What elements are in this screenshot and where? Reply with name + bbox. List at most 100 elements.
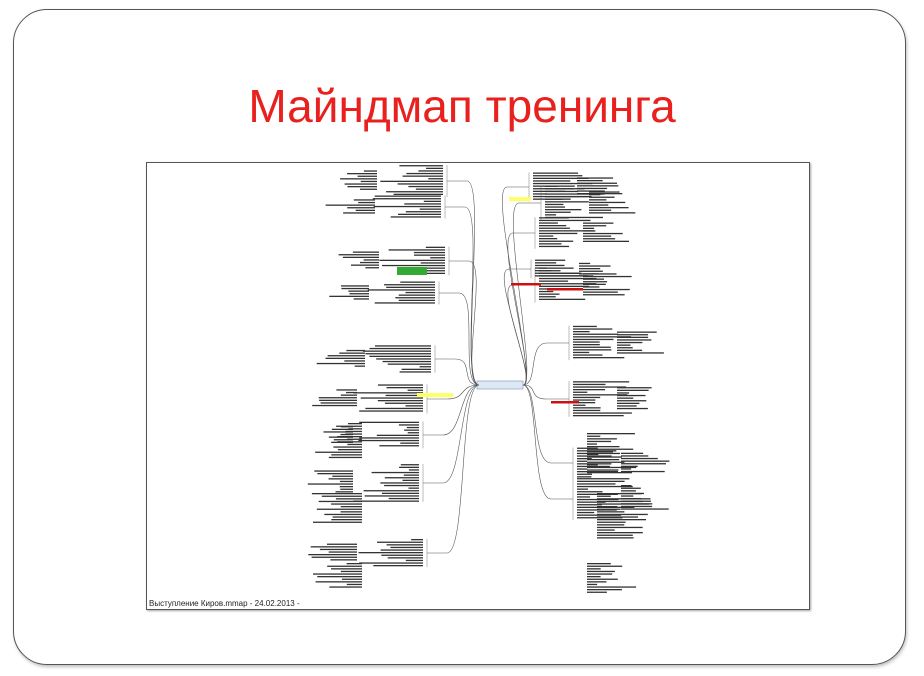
mindmap-text-line [380, 549, 423, 551]
mindmap-text-line [617, 405, 637, 407]
mindmap-text-line [533, 182, 593, 185]
mindmap-text-line [308, 554, 357, 556]
mindmap-text-line [533, 180, 571, 182]
mindmap-text-line [583, 294, 625, 296]
mindmap-text-line [545, 211, 571, 213]
mindmap-text-line [587, 581, 607, 583]
mindmap-text-line [384, 284, 435, 286]
mindmap-text-line [358, 201, 375, 204]
mindmap-text-line [539, 235, 554, 237]
mindmap-text-line [331, 428, 353, 430]
mindmap-text-line [589, 212, 636, 214]
mindmap-text-line [539, 298, 586, 300]
mindmap-text-line [325, 204, 375, 206]
mindmap-text-line [589, 199, 607, 201]
mindmap-text-line [587, 440, 612, 443]
mindmap-text-line [617, 394, 646, 397]
mindmap-text-line [589, 207, 629, 209]
mindmap-text-line [577, 506, 635, 508]
mindmap-text-line [372, 198, 441, 200]
mindmap-text-line [337, 441, 362, 443]
mindmap-branch [502, 186, 527, 386]
mindmap-text-line [357, 175, 377, 177]
mindmap-text-line [386, 191, 443, 193]
mindmap-text-line [411, 539, 423, 541]
mindmap-text-line [337, 449, 362, 451]
mindmap-text-line [587, 461, 625, 463]
mindmap-text-line [358, 552, 423, 554]
mindmap-text-line [398, 299, 435, 301]
mindmap-text-line [621, 452, 644, 454]
mindmap-text-line [573, 391, 588, 393]
mindmap-text-line [344, 183, 377, 185]
mindmap-text-line [347, 207, 375, 209]
mindmap-text-line [539, 285, 590, 287]
mindmap-text-line [419, 208, 441, 210]
mindmap-text-line [377, 400, 423, 402]
mindmap-text-line [399, 371, 431, 373]
mindmap-text-line [328, 478, 353, 480]
mindmap-diagram [307, 165, 670, 593]
mindmap-text-line [545, 185, 558, 187]
mindmap-text-line [621, 487, 641, 489]
mindmap-branch [446, 384, 480, 400]
mindmap-text-line [374, 195, 441, 197]
mindmap-text-line [401, 368, 431, 370]
mindmap-text-line [597, 503, 649, 505]
mindmap-text-line [430, 257, 445, 259]
mindmap-text-line [386, 286, 435, 288]
mindmap-text-line [404, 203, 441, 205]
mindmap-text-line [573, 338, 614, 341]
mindmap-text-line [381, 492, 419, 494]
mindmap-text-line [539, 245, 570, 248]
mindmap-text-line [339, 480, 353, 483]
mindmap-text-line [399, 165, 443, 167]
mindmap-text-line [577, 447, 598, 449]
mindmap-text-line [395, 297, 435, 299]
mindmap-text-line [312, 404, 357, 407]
mindmap-text-line [347, 186, 377, 188]
mindmap-text-line [597, 526, 643, 529]
mindmap-text-line [426, 167, 443, 169]
mindmap-text-line [341, 285, 369, 287]
mindmap-text-line [617, 334, 649, 336]
mindmap-text-line [390, 216, 441, 218]
mindmap-text-line [535, 264, 565, 267]
mindmap-text-line [354, 365, 365, 367]
mindmap-text-line [583, 291, 618, 293]
mindmap-text-line [577, 471, 618, 473]
mindmap-text-line [347, 173, 377, 175]
mindmap-text-line [577, 463, 612, 465]
mindmap-text-line [352, 251, 379, 253]
mindmap-text-line [545, 201, 589, 203]
mindmap-text-line [587, 466, 637, 469]
mindmap-text-line [387, 557, 423, 559]
mindmap-text-line [587, 451, 613, 453]
mindmap-text-line [384, 402, 423, 404]
mindmap-text-line [539, 296, 556, 298]
mindmap-text-line [346, 349, 365, 352]
mindmap-text-line [404, 429, 419, 431]
mindmap-text-line [577, 180, 603, 182]
mindmap-text-line [573, 325, 597, 328]
mindmap-text-line [365, 353, 431, 355]
mindmap-text-line [363, 170, 377, 172]
mindmap-text-line [310, 546, 357, 548]
mindmap-text-line [583, 232, 623, 235]
mindmap-text-line [340, 506, 362, 508]
mindmap-text-line [577, 455, 612, 457]
mindmap-text-line [342, 256, 379, 258]
mindmap-text-line [573, 331, 590, 333]
mindmap-text-line [539, 232, 578, 235]
mindmap-text-line [539, 275, 594, 277]
mindmap-text-line [539, 225, 567, 227]
mindmap-text-line [577, 491, 603, 493]
mindmap-text-line [405, 559, 423, 562]
mindmap-text-line [328, 551, 357, 553]
mindmap-text-line [583, 286, 600, 288]
mindmap-highlight-yellow [417, 393, 453, 397]
mindmap-text-line [589, 204, 609, 206]
mindmap-text-line [335, 491, 353, 493]
mindmap-text-line [407, 432, 419, 434]
mindmap-text-line [403, 474, 419, 476]
